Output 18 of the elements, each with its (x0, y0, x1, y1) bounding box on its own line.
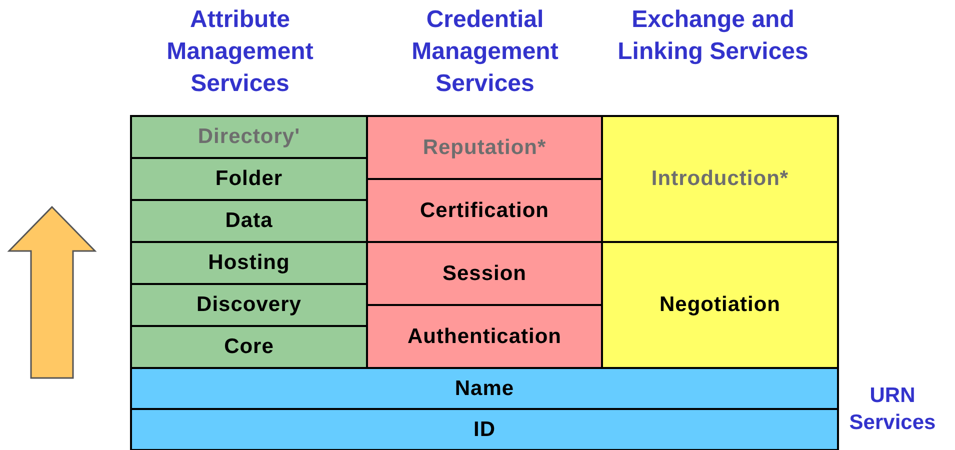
layer-box: Folder (130, 157, 368, 201)
layer-box: Data (130, 199, 368, 243)
group-label: URN Services (848, 383, 937, 436)
layer-box: Name (130, 367, 839, 410)
layer-box: Introduction* (601, 115, 839, 243)
layer-box: Negotiation (601, 241, 839, 369)
layer-box: ID (130, 408, 839, 450)
layer-box: Discovery (130, 283, 368, 327)
layer-box: Authentication (366, 304, 603, 369)
layer-box: Directory' (130, 115, 368, 159)
column-heading: Credential Management Services (410, 5, 560, 99)
column-heading: Attribute Management Services (166, 5, 314, 99)
layer-box: Reputation* (366, 115, 603, 180)
column-heading: Exchange and Linking Services (616, 5, 810, 67)
layer-box: Hosting (130, 241, 368, 285)
layer-box: Session (366, 241, 603, 306)
layer-box: Certification (366, 178, 603, 243)
layer-box: Core (130, 325, 368, 369)
